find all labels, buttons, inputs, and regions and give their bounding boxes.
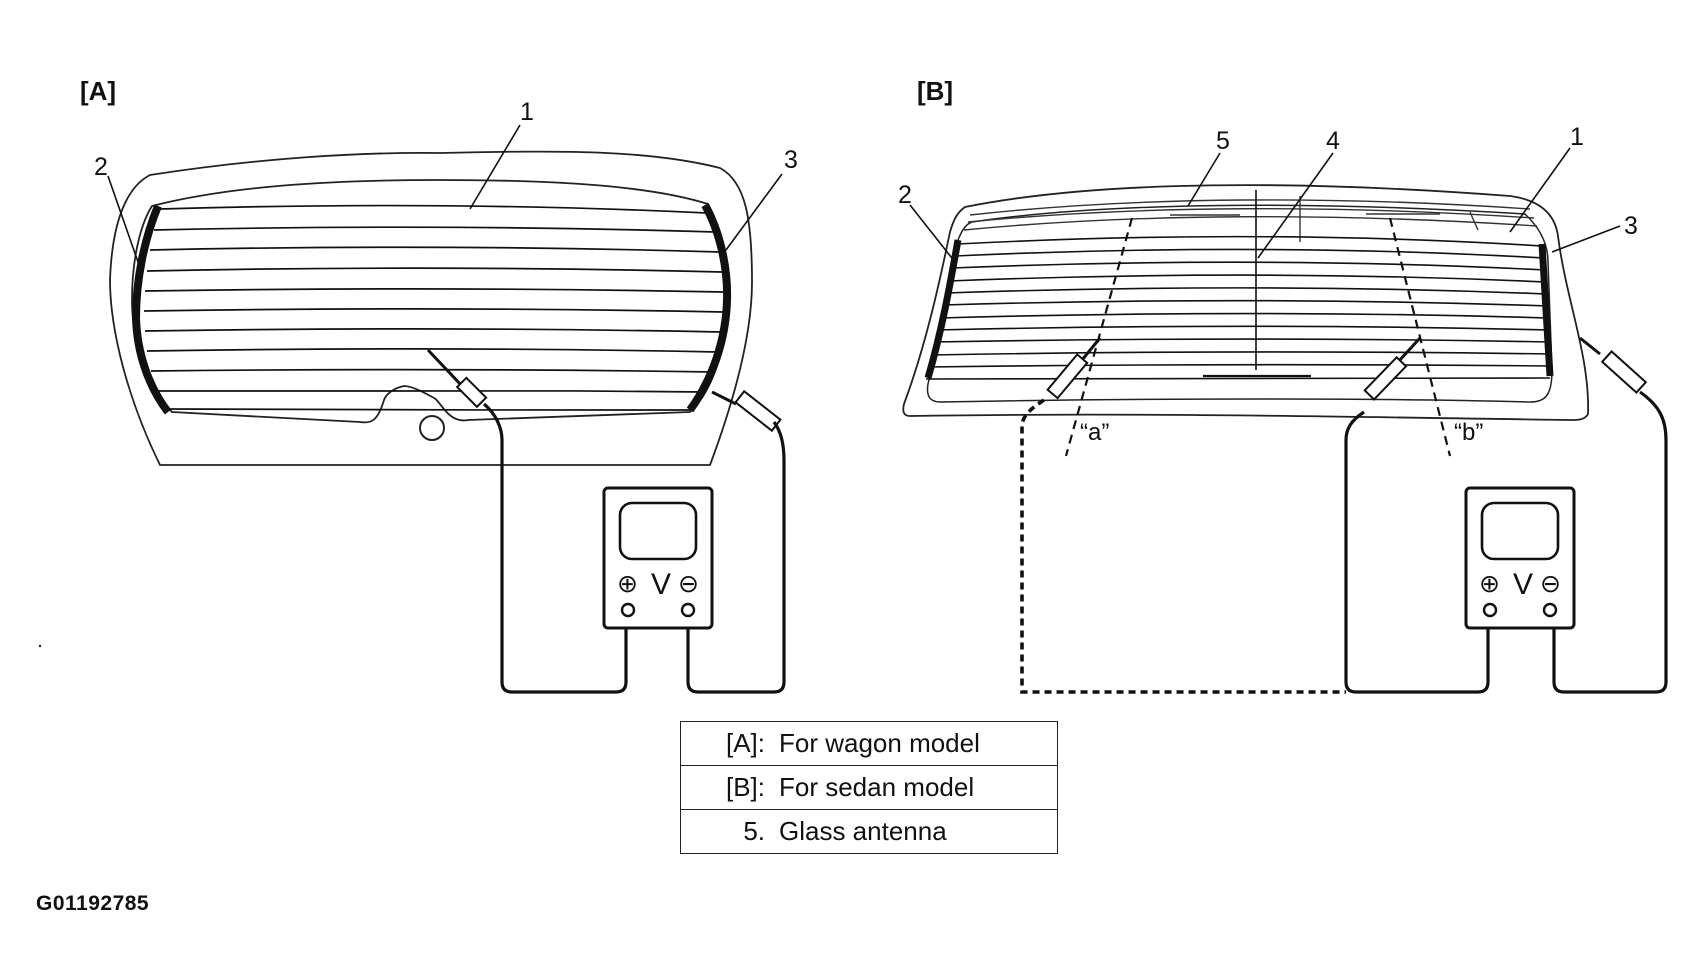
callout-b3: 3	[1624, 212, 1638, 240]
callout-b2: 2	[898, 181, 912, 209]
sedan-meter-negative-icon: ⊖	[1540, 570, 1561, 598]
wagon-glass-outline	[109, 150, 753, 466]
probe-b-dashed-line	[1388, 217, 1452, 457]
callout-b5: 5	[1216, 127, 1230, 155]
wagon-wiper-hole	[419, 415, 445, 441]
legend-value: Glass antenna	[779, 816, 947, 846]
callout-b4: 4	[1326, 127, 1340, 155]
legend-row: [A]: For wagon model	[680, 721, 1058, 766]
wagon-voltmeter: V ⊕ ⊖	[602, 486, 714, 630]
sedan-voltmeter: V ⊕ ⊖	[1464, 486, 1576, 630]
sedan-negative-probe	[1579, 336, 1648, 395]
probe-a-dashed-line	[1064, 217, 1134, 457]
wagon-meter-v-symbol: V	[651, 568, 671, 601]
wagon-negative-probe	[711, 389, 782, 433]
callout-a3-leader	[725, 173, 783, 251]
probe-position-a: “a”	[1080, 419, 1109, 446]
callout-b4-leader	[1257, 152, 1334, 259]
panel-a-tag: [A]	[80, 76, 116, 106]
sedan-negative-lead	[1552, 390, 1668, 694]
sedan-meter-v-symbol: V	[1513, 568, 1533, 601]
sedan-probe-b	[1363, 336, 1422, 401]
wagon-right-bus-bar	[686, 203, 732, 413]
legend-key: 5.	[743, 816, 765, 846]
wagon-positive-probe	[426, 348, 488, 409]
legend-key: [B]:	[725, 772, 765, 802]
wagon-rear-glass-diagram: [A] 1 2 3	[80, 76, 798, 694]
wagon-positive-lead	[482, 402, 628, 694]
stray-dot	[38, 644, 42, 648]
callout-a3: 3	[784, 146, 798, 174]
wagon-heater-area-outline	[131, 179, 731, 424]
legend-value: For sedan model	[779, 772, 975, 802]
sedan-heater-grid	[925, 235, 1551, 380]
sedan-rear-glass-diagram: [B]	[898, 76, 1668, 694]
wagon-heater-grid	[143, 204, 725, 411]
wagon-negative-lead	[686, 421, 786, 694]
sedan-probe-a-dashed-lead	[1020, 398, 1346, 694]
callout-a1-leader	[469, 124, 521, 210]
wagon-left-bus-bar	[131, 204, 172, 415]
callout-a2: 2	[94, 153, 108, 181]
callout-b1-leader	[1509, 147, 1571, 233]
sedan-left-bus-bar	[924, 239, 962, 379]
probe-position-b: “b”	[1454, 419, 1483, 446]
sedan-glass-outline	[902, 184, 1589, 421]
legend-table: [A]:For wagon model [B]:For sedan model …	[680, 721, 1058, 854]
wagon-meter-negative-icon: ⊖	[678, 570, 699, 598]
sedan-positive-lead	[1344, 410, 1490, 694]
callout-b2-leader	[909, 204, 956, 263]
legend-row: 5. Glass antenna	[680, 809, 1058, 854]
sedan-probe-a	[1046, 337, 1102, 400]
figure-id: G01192785	[36, 892, 149, 915]
legend-key: [A]:	[725, 728, 765, 758]
callout-a2-leader	[107, 175, 139, 263]
sedan-glass-antenna	[963, 196, 1538, 242]
callout-a1: 1	[520, 98, 534, 126]
wagon-meter-positive-icon: ⊕	[617, 570, 638, 598]
callout-b3-leader	[1551, 225, 1621, 253]
callout-b1: 1	[1570, 123, 1584, 151]
legend-value: For wagon model	[779, 728, 980, 758]
callout-b5-leader	[1187, 152, 1221, 207]
sedan-meter-positive-icon: ⊕	[1479, 570, 1500, 598]
panel-b-tag: [B]	[917, 76, 953, 106]
legend-row: [B]: For sedan model	[680, 765, 1058, 810]
sedan-right-bus-bar	[1538, 243, 1554, 377]
